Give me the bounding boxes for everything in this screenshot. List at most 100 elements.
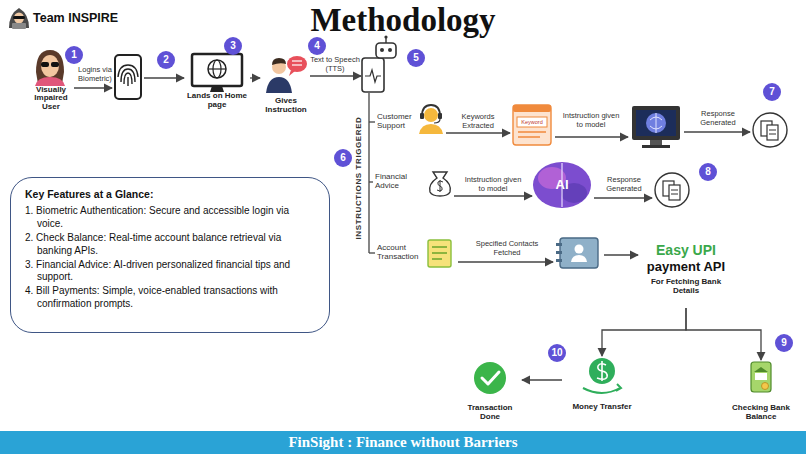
feature-item: 4. Bill Payments: Simple, voice-enabled … <box>25 285 315 311</box>
robot-phone-icon <box>365 70 381 82</box>
robot-phone-icon <box>380 48 384 52</box>
keyword-document-icon <box>518 131 546 133</box>
callout-number: 7 <box>763 83 781 101</box>
speaking-person-icon <box>266 77 292 93</box>
ai-brain-icon <box>533 162 591 208</box>
step-note: Specified Contacts Fetched <box>462 240 552 257</box>
transfer-node: Money Transfer <box>562 356 642 412</box>
feature-item: 3. Financial Advice: AI-driven personali… <box>25 259 315 285</box>
callout-number: 10 <box>548 344 566 362</box>
node-label: Easy UPI <box>656 242 716 259</box>
speaking-person-icon <box>289 70 295 76</box>
account-document-icon <box>428 240 451 267</box>
step-note: Logins via Biometric) <box>74 66 116 83</box>
api-node: Easy UPIpayment API For Fetching Bank Det… <box>640 240 732 308</box>
user-icon <box>51 62 59 67</box>
feature-item: 1. Biometric Authentication: Secure and … <box>25 205 315 231</box>
money-transfer-icon <box>616 384 621 391</box>
user-icon <box>41 55 59 77</box>
transaction-done-icon <box>474 362 506 394</box>
team-name: Team INSPIRE <box>33 11 118 25</box>
flow-arrow <box>686 308 761 360</box>
flow-lines <box>458 261 553 262</box>
bank-balance-icon <box>751 362 771 392</box>
account-document-icon <box>432 258 442 260</box>
node-label: payment API <box>647 259 725 275</box>
node-label: Checking Bank Balance <box>722 404 800 422</box>
account-document-icon <box>432 252 447 254</box>
speaking-person-icon <box>292 60 302 61</box>
user-icon <box>35 50 65 86</box>
money-transfer-icon <box>597 361 607 381</box>
step-note: Intstruction given to model <box>560 112 622 129</box>
contacts-book-icon <box>556 251 562 254</box>
transaction-done-icon <box>474 362 506 394</box>
contacts-book-icon <box>560 238 598 268</box>
fingerprint-phone-icon <box>118 65 138 77</box>
team-logo-icon <box>9 8 29 29</box>
money-transfer-icon <box>583 388 620 393</box>
step-note: Response Generated <box>597 176 651 193</box>
node-label: Keyword <box>521 119 542 125</box>
computer-brain-icon <box>642 145 670 148</box>
response-document-icon <box>655 173 689 207</box>
headset-agent-icon <box>422 105 440 116</box>
ai-node: AI <box>532 160 592 210</box>
speaking-person-icon <box>292 64 302 65</box>
computer-brain-icon <box>632 106 680 140</box>
robot-phone-icon <box>388 48 392 52</box>
flow-lines <box>144 77 184 78</box>
flow-arrow <box>522 379 562 380</box>
branch-node: Account Transaction <box>374 236 456 270</box>
node-label: Transaction Done <box>458 404 522 422</box>
bank-balance-icon <box>751 362 771 392</box>
flow-lines <box>555 136 628 137</box>
response-document-icon <box>769 130 776 131</box>
response-document-icon <box>671 190 678 191</box>
box-heading: Key Features at a Glance: <box>25 188 315 201</box>
response-document-icon <box>753 113 787 147</box>
money-bag-icon <box>437 180 443 192</box>
robot-phone-icon <box>362 58 384 92</box>
computer-brain-icon <box>646 113 666 133</box>
headset-agent-icon <box>419 124 443 134</box>
branch-title: INSTRUCTIONS TRIGGERED <box>354 117 363 240</box>
callout-number: 5 <box>407 49 425 67</box>
flow-lines <box>369 121 375 122</box>
callout-number: 4 <box>308 37 326 55</box>
node-label: Gives Instruction <box>260 97 312 115</box>
money-transfer-icon <box>583 358 621 393</box>
features-box: Key Features at a Glance: 1. Biometric Au… <box>10 177 330 333</box>
computer-brain-icon <box>650 140 662 145</box>
keyword-document-icon <box>513 105 551 112</box>
headset-agent-icon <box>434 119 440 123</box>
status-node: Transaction Done <box>458 360 522 422</box>
ai-brain-icon <box>533 162 591 208</box>
response-document-icon <box>769 134 776 135</box>
flow-lines <box>369 252 375 253</box>
keyword-document-icon <box>513 105 551 145</box>
money-transfer-icon <box>589 358 615 384</box>
flow-arrow <box>602 308 686 356</box>
contacts-book-icon <box>556 243 562 246</box>
node-label: For Fetching Bank Details <box>649 278 723 296</box>
contacts-book-icon <box>556 259 562 262</box>
monitor-icon <box>210 86 224 92</box>
user-icon <box>41 62 49 67</box>
step-note: Response Generated <box>692 110 744 127</box>
computer-brain-icon <box>636 110 676 136</box>
instruction-node: Gives Instruction <box>260 55 312 115</box>
feature-item: 2. Check Balance: Real-time account bala… <box>25 232 315 258</box>
headset-agent-icon <box>424 108 438 122</box>
monitor-icon <box>208 68 226 69</box>
headset-agent-icon <box>419 105 443 134</box>
response-document-icon <box>753 113 787 147</box>
flow-lines <box>604 254 638 255</box>
robot-phone-icon <box>376 43 396 58</box>
node-label: Account Transaction <box>377 244 425 262</box>
headset-agent-icon <box>438 113 442 119</box>
response-document-icon <box>669 185 680 200</box>
